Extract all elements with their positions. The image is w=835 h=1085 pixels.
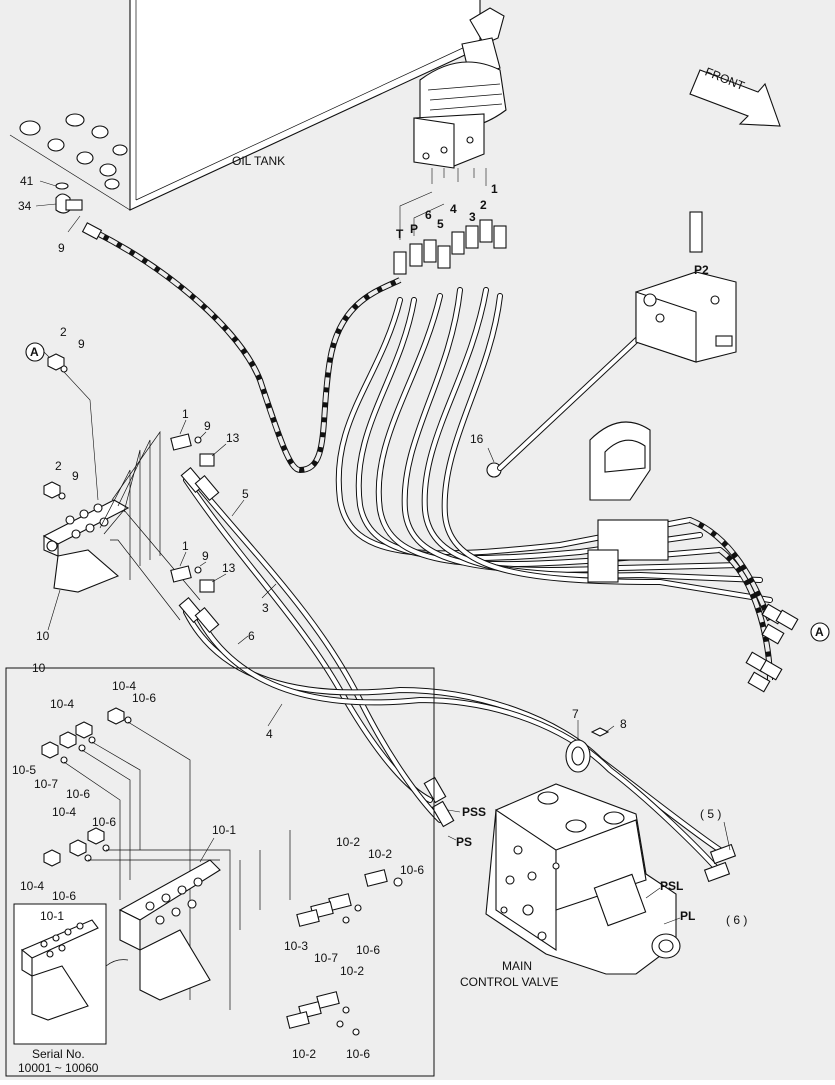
label-10-bracket: 10 (36, 629, 50, 643)
fitting-group-lower (170, 551, 227, 593)
ps-label: PS (456, 835, 472, 849)
label-6-paren: ( 6 ) (726, 913, 747, 927)
label-10-detail: 10 (32, 661, 46, 675)
tank-return-hose (81, 222, 402, 474)
label-10-6-d: 10-6 (52, 889, 76, 903)
label-10-4-a: 10-4 (112, 679, 136, 693)
label-10-7-b: 10-7 (314, 951, 338, 965)
fitting-group-top (170, 419, 227, 467)
label-16: 16 (470, 432, 484, 446)
label-9-lower: 9 (202, 549, 209, 563)
label-10-4-b: 10-4 (50, 697, 74, 711)
bundle-end-fittings (745, 603, 799, 693)
front-arrow-icon (689, 69, 781, 127)
psl-label: PSL (660, 879, 683, 893)
port-5-label: 5 (437, 217, 444, 231)
label-10-2-d: 10-2 (292, 1047, 316, 1061)
label-2-top: 2 (60, 325, 67, 339)
label-13-lower: 13 (222, 561, 236, 575)
label-1-lower: 1 (182, 539, 189, 553)
hose-clamp (565, 720, 615, 773)
detail-nut-group-lower (43, 827, 110, 867)
label-10-6-a: 10-6 (132, 691, 156, 705)
callout-a-right (810, 622, 830, 642)
oil-tank (9, 0, 481, 211)
label-10-2-a: 10-2 (336, 835, 360, 849)
label-10-7-a: 10-7 (34, 777, 58, 791)
label-9-top: 9 (204, 419, 211, 433)
serial-label-2: 10001 ~ 10060 (18, 1061, 99, 1075)
label-10-4-d: 10-4 (20, 879, 44, 893)
label-10-1: 10-1 (212, 823, 236, 837)
label-9-mid: 9 (72, 469, 79, 483)
label-5-paren: ( 5 ) (700, 807, 721, 821)
left-bracket-assembly (42, 499, 130, 631)
port-2-label: 2 (480, 198, 487, 212)
port-1-label: 1 (491, 182, 498, 196)
pl-label: PL (680, 909, 695, 923)
label-6: 6 (248, 629, 255, 643)
callout-a-right-label: A (815, 625, 824, 639)
label-10-4-c: 10-4 (52, 805, 76, 819)
main-hoses (178, 466, 737, 883)
port-4-label: 4 (450, 202, 457, 216)
label-10-5: 10-5 (12, 763, 36, 777)
label-10-6-e: 10-6 (400, 863, 424, 877)
label-8: 8 (620, 717, 627, 731)
serial-label-1: Serial No. (32, 1047, 85, 1061)
label-10-6-g: 10-6 (346, 1047, 370, 1061)
label-2-mid: 2 (55, 459, 62, 473)
tank-outlet-fitting (35, 180, 83, 233)
port-3-label: 3 (469, 210, 476, 224)
mcv-label-2: CONTROL VALVE (460, 975, 558, 989)
left-nut-washer (47, 353, 68, 373)
pilot-hose-bundle (335, 287, 799, 693)
label-3: 3 (262, 601, 269, 615)
mid-nut-washer (43, 481, 66, 500)
label-41: 41 (20, 174, 34, 188)
label-9-left: 9 (78, 337, 85, 351)
label-10-6-f: 10-6 (356, 943, 380, 957)
label-10-6-c: 10-6 (92, 815, 116, 829)
detail-box-10 (5, 667, 435, 1077)
oil-tank-label: OIL TANK (232, 154, 285, 168)
label-10-1-inset: 10-1 (40, 909, 64, 923)
label-4: 4 (266, 727, 273, 741)
tank-bolts (19, 113, 128, 190)
label-7: 7 (572, 707, 579, 721)
label-34: 34 (18, 199, 32, 213)
pilot-port-fittings (393, 219, 507, 275)
label-5: 5 (242, 487, 249, 501)
label-1-top: 1 (182, 407, 189, 421)
label-9-tank: 9 (58, 241, 65, 255)
p2-label: P2 (694, 263, 709, 277)
mcv-label-1: MAIN (502, 959, 532, 973)
p2-valve-block (635, 211, 737, 363)
bracket-pipes (99, 430, 201, 621)
pss-label: PSS (462, 805, 486, 819)
detail-nut-group-upper (41, 707, 132, 764)
label-10-3: 10-3 (284, 939, 308, 953)
port-6-label: 6 (425, 208, 432, 222)
callout-a-left-label: A (30, 345, 39, 359)
label-10-6-b: 10-6 (66, 787, 90, 801)
label-13-top: 13 (226, 431, 240, 445)
pilot-joystick-valve (413, 7, 507, 186)
label-10-2-c: 10-2 (340, 964, 364, 978)
label-10-2-b: 10-2 (368, 847, 392, 861)
main-control-valve (485, 783, 681, 975)
